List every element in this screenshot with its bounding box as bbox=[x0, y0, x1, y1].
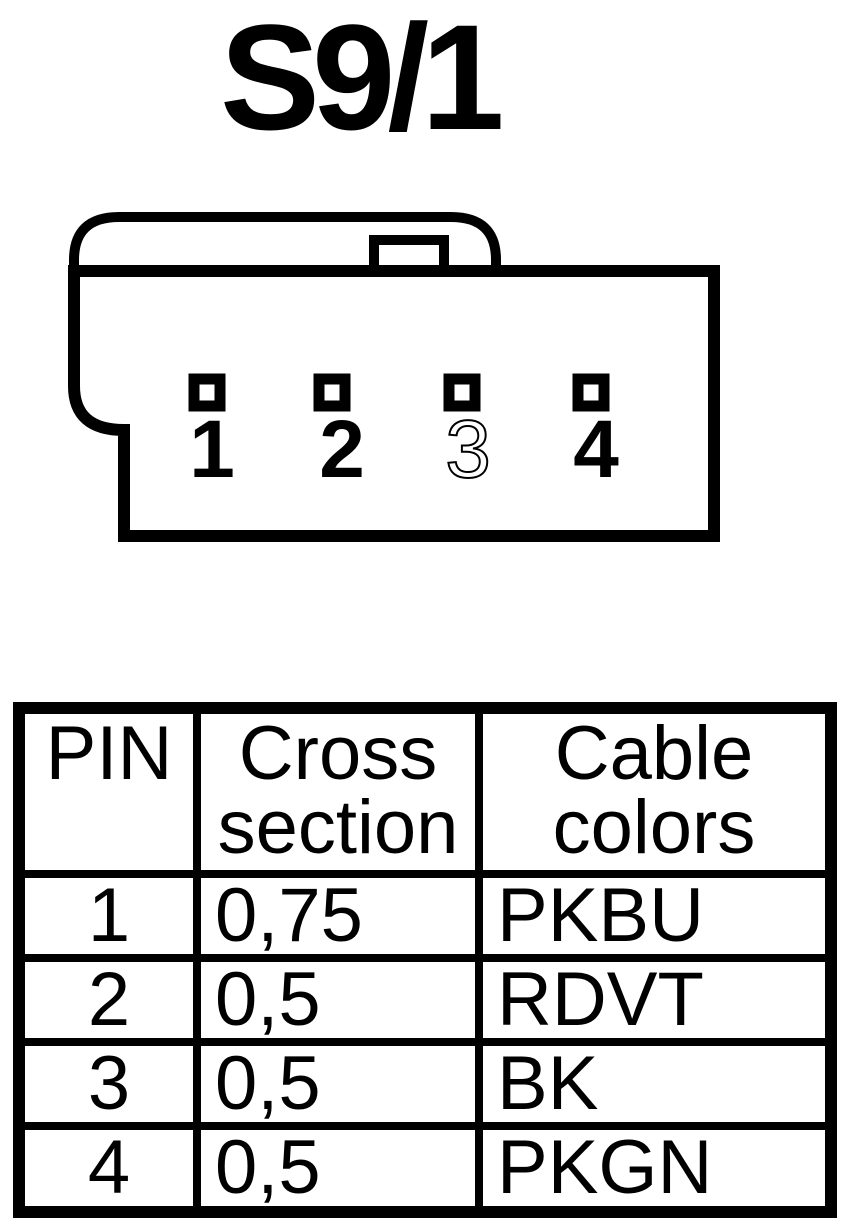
pin-number: 1 bbox=[15, 870, 201, 962]
cross-section: 0,75 bbox=[193, 870, 483, 962]
cable-color: PKBU bbox=[475, 870, 835, 962]
col-header-pin: PIN bbox=[15, 704, 201, 878]
cable-color: RDVT bbox=[475, 954, 835, 1046]
pin-3-slot bbox=[443, 373, 481, 412]
table-row: 2 0,5 RDVT bbox=[15, 954, 835, 1046]
table-header-row: PIN Cross section Cable colors bbox=[15, 704, 835, 878]
pin-1-label: 1 bbox=[189, 404, 235, 495]
col-header-cross-section: Cross section bbox=[193, 704, 483, 878]
pin-number: 4 bbox=[15, 1122, 201, 1216]
table-row: 4 0,5 PKGN bbox=[15, 1122, 835, 1216]
connector-title: S9/1 bbox=[220, 0, 505, 161]
connector-body bbox=[68, 265, 720, 542]
pin-2-slot bbox=[313, 373, 351, 412]
cross-section: 0,5 bbox=[193, 1038, 483, 1130]
pin-4-label: 4 bbox=[573, 404, 619, 495]
table-row: 1 0,75 PKBU bbox=[15, 870, 835, 962]
cross-section: 0,5 bbox=[193, 1122, 483, 1216]
pin-2-label: 2 bbox=[319, 404, 365, 495]
pin-table: PIN Cross section Cable colors 1 0,75 PK… bbox=[13, 702, 837, 1218]
col-header-cable-colors: Cable colors bbox=[475, 704, 835, 878]
cross-section: 0,5 bbox=[193, 954, 483, 1046]
pin-number: 2 bbox=[15, 954, 201, 1046]
pin-number: 3 bbox=[15, 1038, 201, 1130]
pin-3-label: 3 bbox=[445, 404, 491, 495]
table-row: 3 0,5 BK bbox=[15, 1038, 835, 1130]
cable-color: PKGN bbox=[475, 1122, 835, 1216]
pin-1-slot bbox=[188, 373, 226, 412]
pin-4-slot bbox=[572, 373, 610, 412]
cable-color: BK bbox=[475, 1038, 835, 1130]
